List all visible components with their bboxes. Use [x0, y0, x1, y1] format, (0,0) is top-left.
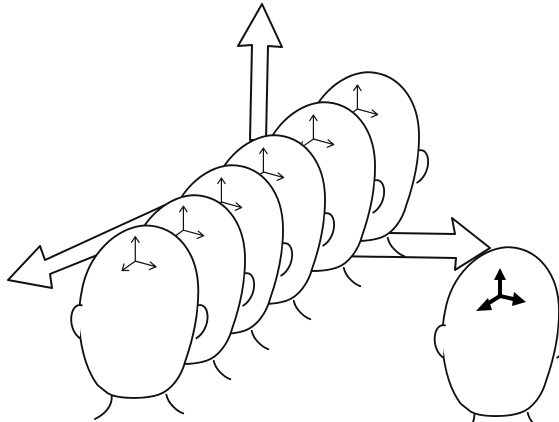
head-outline-icon: [435, 247, 559, 422]
up-axis-arrow: [238, 4, 282, 140]
